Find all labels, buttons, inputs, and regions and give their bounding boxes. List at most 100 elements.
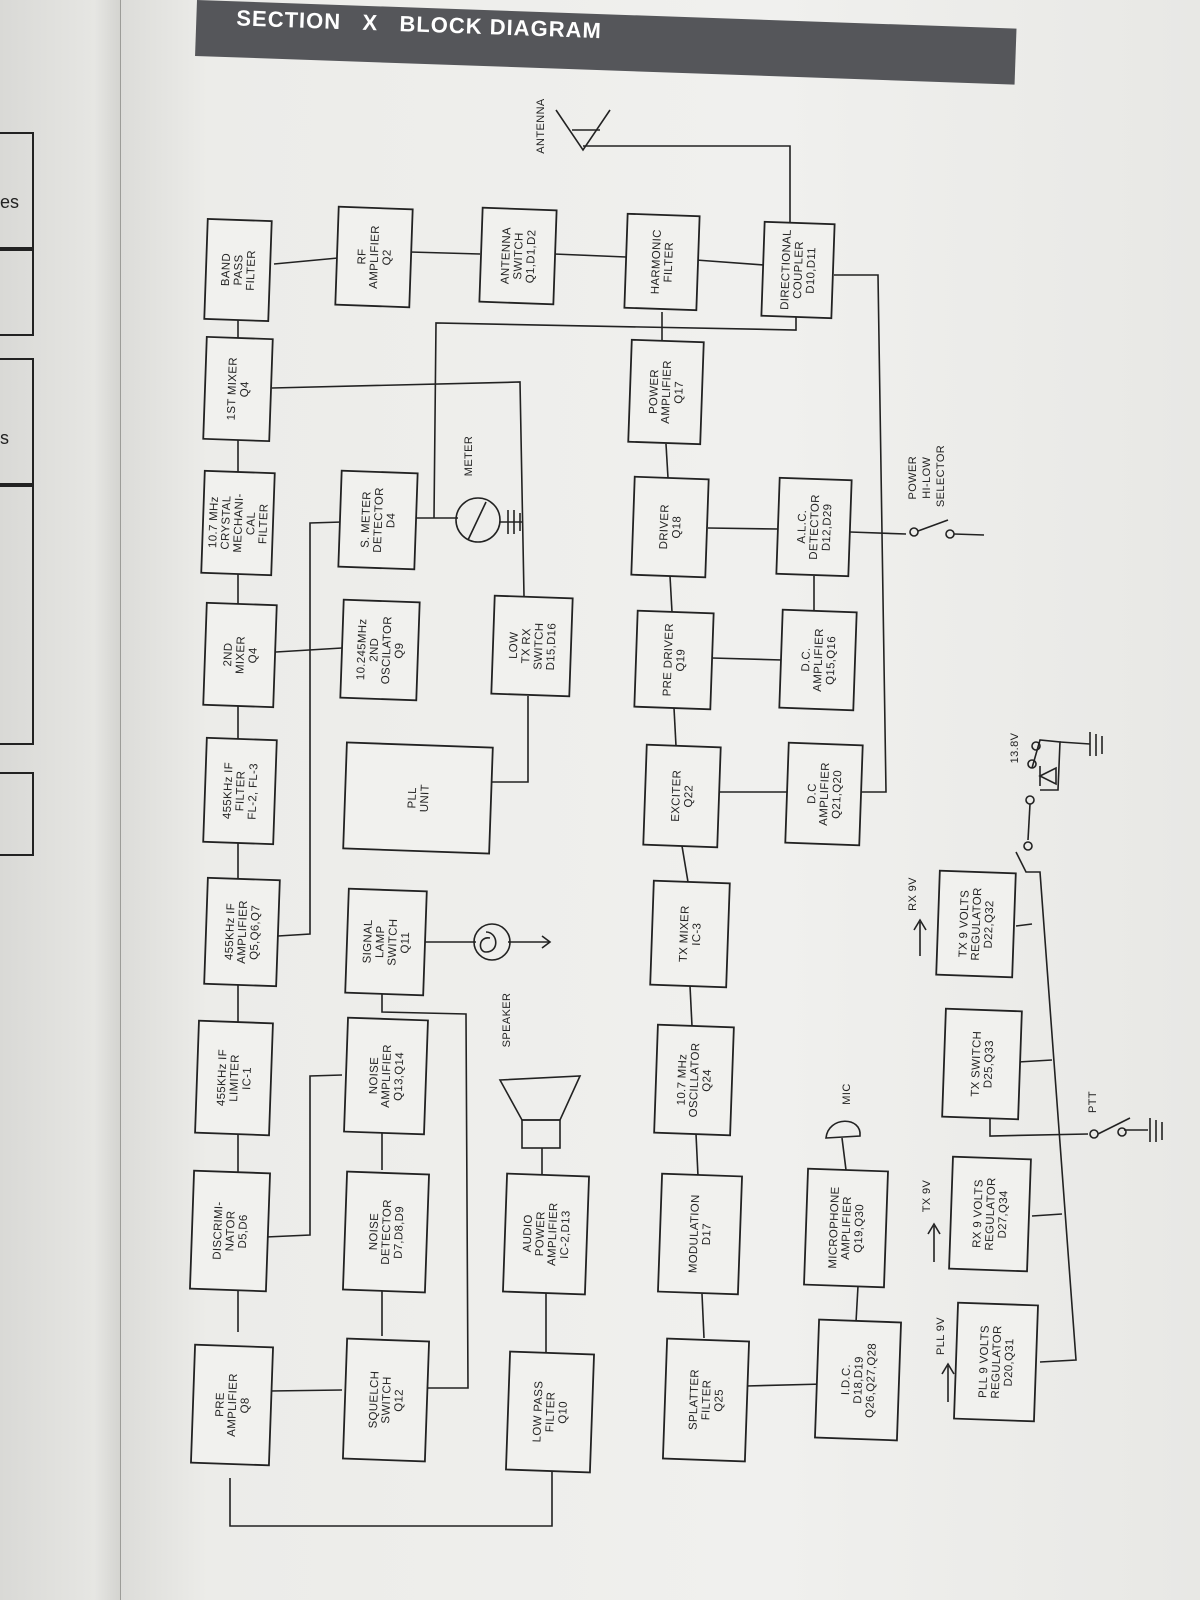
mic-icon <box>825 1120 861 1139</box>
block-label-line: Q15,Q16 <box>825 636 839 685</box>
block-frame <box>194 1019 274 1137</box>
block-frame <box>778 608 858 712</box>
block-frame <box>630 475 710 579</box>
block-label-line: AMPLIFIER <box>546 1202 560 1266</box>
block-label-line: 455KHz IF <box>224 903 238 960</box>
block-label-line: D5,D6 <box>237 1214 250 1249</box>
block-label-line: IC-3 <box>691 923 704 946</box>
block-frame <box>342 1170 430 1294</box>
antenna-label: ANTENNA <box>535 98 547 154</box>
block-label-line: Q17 <box>673 381 686 404</box>
block-frame <box>490 594 574 698</box>
block-label-line: Q9 <box>393 643 406 659</box>
supply-voltage-label: 13.8V <box>1009 732 1021 763</box>
block-label-line: NATOR <box>224 1210 237 1251</box>
block-label-line: EXCITER <box>670 770 684 822</box>
ptt-switch-icon <box>1089 1118 1163 1142</box>
block-frame <box>502 1172 590 1296</box>
block-label-line: FILTER <box>663 242 676 283</box>
block-label-line: TX 9 VOLTS <box>957 890 971 958</box>
block-frame <box>662 1337 750 1463</box>
block-label-line: ANTENNA <box>500 227 514 284</box>
block-label-line: D22,Q32 <box>983 900 997 949</box>
diode-icon <box>1038 766 1057 786</box>
block-label-line: OSCILLATOR <box>688 1042 703 1117</box>
block-label-line: Q21,Q20 <box>831 770 845 819</box>
block-label-line: FILTER <box>245 250 258 291</box>
block-label-line: UNIT <box>419 784 432 812</box>
block-label-line: CAL <box>245 511 258 535</box>
speaker-label: SPEAKER <box>501 993 513 1048</box>
block-label-line: Q13,Q14 <box>393 1052 407 1101</box>
block-label-line: FILTER <box>234 771 247 812</box>
block-label-line: SQUELCH <box>368 1371 382 1429</box>
block-label-line: DIRECTIONAL <box>779 229 794 310</box>
block-label-line: PLL <box>406 787 419 809</box>
block-label-line: Q18 <box>671 516 684 539</box>
block-frame <box>202 601 278 709</box>
block-label-line: Q22 <box>683 785 696 808</box>
block-label-line: Q5,Q6,Q7 <box>249 905 263 960</box>
block-label-line: D.C <box>806 783 819 804</box>
wires <box>229 145 1148 1527</box>
block-frame <box>760 220 836 320</box>
block-frame <box>814 1318 902 1442</box>
block-frame <box>653 1023 735 1137</box>
speaker-icon <box>498 1075 582 1149</box>
block-label-line: DETECTOR <box>372 487 386 553</box>
block-label-line: REGULATOR <box>984 1177 999 1251</box>
block-label-line: HARMONIC <box>650 229 664 294</box>
block-frame <box>202 335 274 443</box>
block-label-line: PRE <box>214 1392 227 1417</box>
block-label-line: LOW <box>508 632 521 660</box>
block-label-line: S. METER <box>360 491 374 548</box>
block-frame <box>803 1167 889 1289</box>
block-label-line: DRIVER <box>658 504 672 550</box>
block-label-line: PRE DRIVER <box>661 623 676 697</box>
block-label-line: Q19,Q30 <box>853 1204 867 1253</box>
lamp-icon <box>473 923 511 961</box>
block-label-line: Q19 <box>675 649 688 672</box>
block-label-line: LIMITER <box>228 1054 242 1102</box>
previous-page: es s <box>0 0 135 1600</box>
block-label-line: AMPLIFIER <box>660 360 674 424</box>
block-label-line: Q2 <box>381 249 394 265</box>
block-label-line: A.L.C. <box>796 510 809 544</box>
block-label-line: NOISE <box>368 1057 381 1095</box>
block-label-line: D15,D16 <box>545 623 559 671</box>
block-label-line: POWER <box>534 1211 548 1256</box>
power-selector-switch-icon <box>909 527 955 539</box>
previous-page-box <box>0 247 34 336</box>
labels: ANTENNA METER SPEAKER MIC PTT 13.8V RX 9… <box>463 98 1099 1355</box>
meter-icon <box>455 497 501 543</box>
block-frame <box>953 1301 1039 1423</box>
previous-page-box <box>0 483 34 745</box>
block-label-line: FILTER <box>257 503 270 544</box>
block-label-line: Q4 <box>239 381 252 398</box>
block-label-line: 455KHz IF <box>222 762 236 819</box>
block-label-line: SPLATTER <box>687 1369 701 1430</box>
block-label-line: Q10 <box>557 1401 570 1424</box>
power-selector-label: POWER HI-LOW SELECTOR <box>907 445 947 507</box>
